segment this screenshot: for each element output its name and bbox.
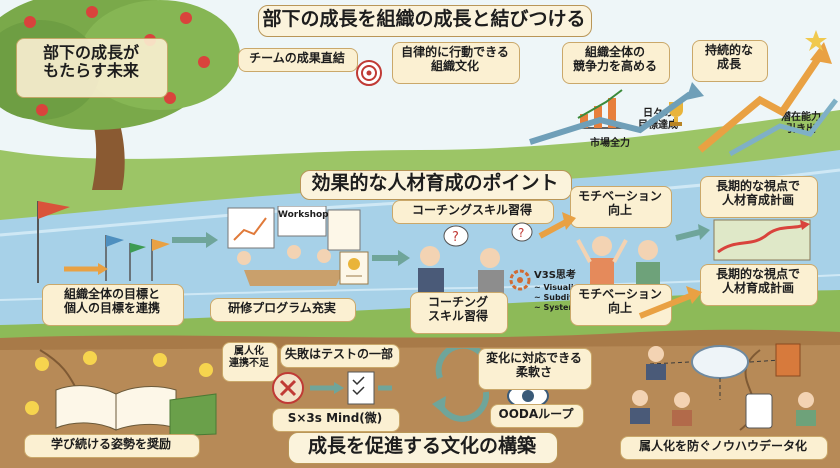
failure-label-panel — [280, 344, 400, 368]
coaching-top-label: コーチングスキル習得 — [411, 203, 532, 217]
map-icon — [713, 219, 811, 261]
sustainable-label-panel — [692, 40, 768, 82]
learning-label-panel — [24, 434, 200, 458]
longterm-top-label: 長期的な視点で 人材育成計画 — [715, 179, 800, 207]
failure-label: 失敗はテストの一部 — [284, 347, 393, 361]
svg-text:?: ? — [518, 226, 524, 240]
v3s-title: V3S思考 — [534, 270, 576, 281]
personalization-label: 属人化 連携不足 — [229, 346, 269, 369]
test-process-icons — [272, 371, 392, 405]
motivation-bottom-label: モチベーション 向上 — [578, 287, 662, 315]
longterm-bottom-panel — [700, 264, 818, 306]
mind-label-panel — [272, 408, 400, 432]
culture-title: 成長を促進する文化の構築 — [307, 435, 536, 457]
gear-icon — [509, 269, 531, 291]
workshop-sign: Workshop — [278, 210, 329, 220]
team-label-panel — [238, 48, 358, 72]
page-title: 部下の成長を組織の成長と結びつける — [262, 8, 586, 30]
flex-label-panel — [478, 348, 592, 390]
longterm-bottom-label: 長期的な視点で 人材育成計画 — [715, 267, 800, 295]
team-result-label: チームの成果直結 — [249, 51, 345, 65]
coaching-top-panel — [392, 200, 554, 224]
goals-link-label: 組織全体の目標と 個人の目標を連携 — [63, 287, 160, 315]
goals-label-panel — [42, 284, 184, 326]
svg-text:?: ? — [452, 230, 459, 245]
tree-title: 部下の成長が もたらす未来 — [42, 43, 139, 81]
personal-label-panel — [222, 342, 278, 382]
coaching-bottom-panel — [410, 292, 508, 334]
motivation-bottom-panel — [570, 284, 672, 326]
growth-arrows — [529, 30, 838, 157]
culture-title-panel — [288, 432, 558, 464]
workshop-scene — [227, 206, 361, 286]
v3s-item-1: ~ Visualize — [534, 283, 584, 292]
knowhow-label-panel — [620, 436, 828, 460]
coaching-people: ? ? — [418, 222, 533, 294]
training-program-label: 研修プログラム充実 — [228, 301, 336, 315]
v3s-item-2: ~ Subdivide — [534, 293, 589, 302]
training-label-panel — [210, 298, 356, 322]
target-icon — [356, 60, 382, 86]
flag-icons — [37, 201, 170, 283]
competitive-label: 組織全体の 競争力を高める — [572, 45, 657, 73]
competitive-label-panel — [562, 42, 670, 84]
points-title: 効果的な人材育成のポイント — [311, 172, 559, 194]
learning-label: 学び続ける姿勢を奨励 — [50, 437, 171, 451]
mind-label: S×3s Mind(微) — [287, 411, 383, 425]
tree-title-panel — [16, 38, 168, 98]
potential-label: 潜在能力 引き出 — [781, 112, 821, 135]
points-title-panel — [300, 170, 572, 200]
flexibility-label: 変化に対応できる 柔軟さ — [486, 351, 582, 379]
coaching-bottom-label: コーチング スキル習得 — [427, 295, 488, 323]
knowhow-label: 属人化を防ぐノウハウデータ化 — [638, 439, 807, 453]
certificate-icon — [339, 251, 369, 285]
books-and-bulbs — [25, 351, 217, 437]
market-label: 市場全力 — [590, 138, 630, 149]
autonomy-culture-label: 自律的に行動できる 組織文化 — [401, 45, 509, 73]
ooda-label: OODAループ — [498, 407, 574, 421]
motivation-top-panel — [570, 186, 672, 228]
motivated-people — [576, 236, 660, 284]
ooda-label-panel — [490, 404, 584, 428]
autonomy-label-panel — [392, 42, 520, 84]
motivation-top-label: モチベーション 向上 — [578, 189, 662, 217]
top-title-panel — [258, 5, 592, 37]
knowhow-network — [630, 343, 816, 429]
longterm-top-panel — [700, 176, 818, 218]
v3s-item-3: ~ Systematize — [534, 303, 599, 312]
sustainable-label: 持続的な 成長 — [704, 43, 753, 71]
